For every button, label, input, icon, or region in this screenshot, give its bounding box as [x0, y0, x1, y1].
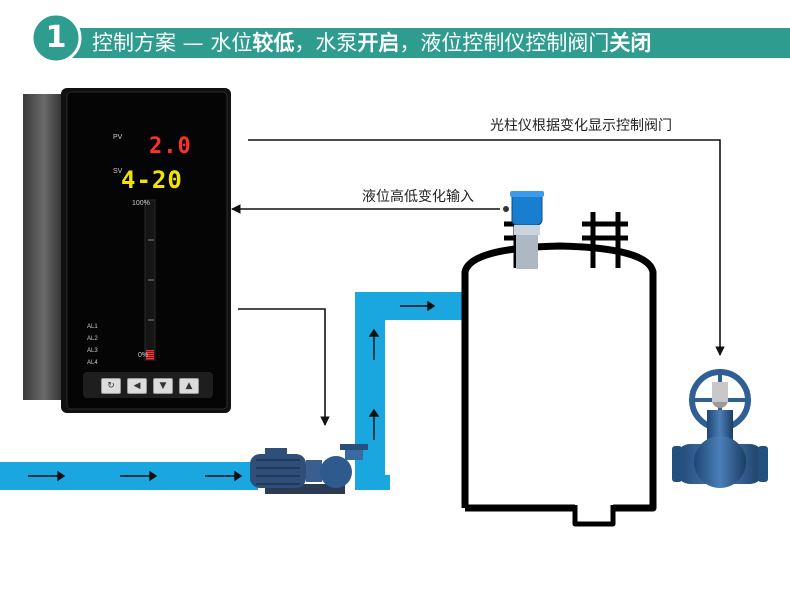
down-button[interactable]: ▼: [153, 378, 173, 394]
reset-button[interactable]: ↻: [101, 378, 121, 394]
annotation-display-valve: 光柱仪根据变化显示控制阀门: [490, 118, 672, 134]
bar-segment: [146, 352, 154, 354]
header-banner: [30, 12, 790, 64]
step-number: 1: [45, 20, 67, 55]
bar-segment: [146, 354, 154, 356]
title-part: 开启: [357, 31, 400, 55]
annotation-level-input: 液位高低变化输入: [362, 189, 474, 205]
pv-readout: 2.0: [149, 134, 192, 159]
title-part: 较低: [252, 31, 295, 55]
bar-segment: [146, 350, 154, 352]
bar-bottom-label: 0%: [138, 352, 149, 359]
bar-segment: [146, 356, 154, 358]
alarm-label: AL4: [87, 360, 98, 366]
signal-lines: [231, 139, 725, 426]
alarm-label: AL2: [87, 336, 98, 342]
bar-segment: [146, 358, 154, 360]
title-part: ，水泵: [294, 31, 358, 55]
title-part: 控制方案 — 水位: [92, 31, 253, 55]
alarm-label: AL3: [87, 348, 98, 354]
title-part: ，液位控制仪控制阀门: [399, 31, 610, 55]
title-part: 关闭: [609, 31, 652, 55]
water-pump: [250, 444, 368, 494]
tank: [461, 242, 657, 527]
level-sensor: [503, 191, 544, 269]
left-button[interactable]: ◀: [127, 378, 147, 394]
pv-label: PV: [113, 134, 123, 141]
sv-label: SV: [113, 168, 123, 175]
page-title: 控制方案 — 水位较低，水泵开启，液位控制仪控制阀门关闭: [92, 28, 651, 58]
controller-body: [23, 88, 231, 413]
alarm-label: AL1: [87, 324, 98, 330]
flow-arrows: [28, 300, 436, 482]
bar-top-label: 100%: [132, 200, 150, 207]
gate-valve: [672, 369, 768, 488]
level-controller: PV SV 2.0 4-20 100% 0% AL1 AL2 AL3 AL4 ↻…: [23, 88, 233, 413]
sv-readout: 4-20: [121, 166, 183, 194]
up-button[interactable]: ▲: [179, 378, 199, 394]
